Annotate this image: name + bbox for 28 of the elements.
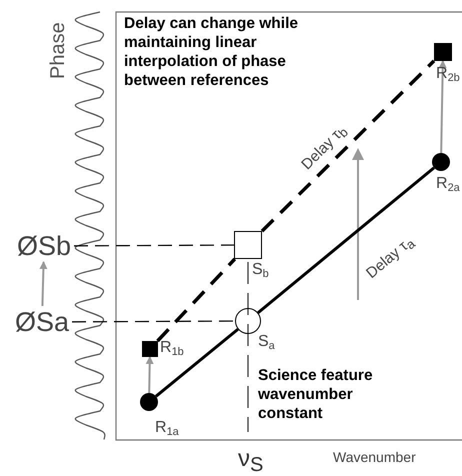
line <box>74 244 234 246</box>
note-text: Science feature wavenumber constant <box>258 366 374 423</box>
square-marker <box>234 231 262 259</box>
arrow <box>39 261 48 306</box>
phase-label: ØSa <box>12 306 72 338</box>
line <box>260 60 436 232</box>
point-marker <box>235 308 261 334</box>
square-marker <box>434 43 452 61</box>
axis-title: Phase <box>46 21 67 79</box>
point-label: R$_{1b}$ <box>160 340 184 356</box>
line <box>155 328 239 398</box>
note-text: Delay can change while maintaining linear interpolation of phase between references <box>124 14 300 90</box>
axis-tick-label: ν$_{S}$ <box>238 446 264 472</box>
arrow <box>146 356 154 394</box>
line <box>257 166 435 314</box>
phase-label: ØSb <box>14 230 74 262</box>
line <box>156 258 236 342</box>
line <box>72 320 235 322</box>
point-marker <box>140 393 158 411</box>
point-label: R$_{2b}$ <box>436 66 460 82</box>
point-label: S$_{a}$ <box>258 334 275 350</box>
square-marker <box>142 341 158 357</box>
point-marker <box>432 153 450 171</box>
point-label: S$_{b}$ <box>252 262 269 278</box>
axis-title: Wavenumber <box>333 448 416 467</box>
point-label: R$_{2a}$ <box>436 176 460 192</box>
point-label: R$_{1a}$ <box>155 420 179 436</box>
arrow <box>438 60 447 154</box>
